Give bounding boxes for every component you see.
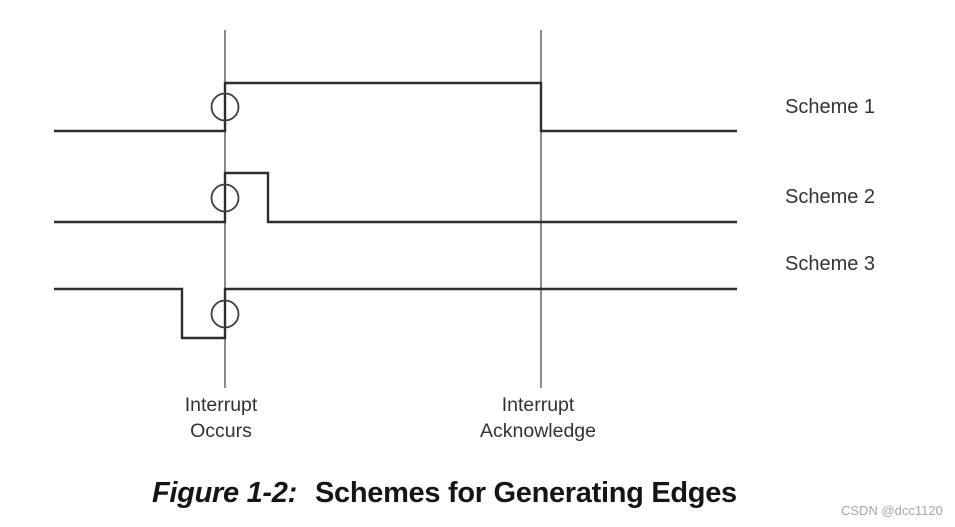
edge-circle-scheme-1 [210, 92, 240, 122]
edge-circle-scheme-2 [210, 183, 240, 213]
figure-caption-number: Figure 1-2: [152, 477, 297, 509]
marker-label-line-1: Interrupt [184, 394, 258, 416]
waveform-scheme-2 [54, 171, 737, 224]
timing-diagram-svg [54, 30, 737, 388]
edge-circle-scheme-3 [210, 299, 240, 329]
waveform-scheme-1 [54, 81, 737, 133]
marker-label-line-1: Interrupt [501, 394, 575, 416]
signal-label-scheme-2: Scheme 2 [785, 186, 876, 208]
figure-caption: Figure 1-2: Schemes for Generating Edges [152, 477, 737, 510]
waveform-scheme-3 [54, 287, 737, 340]
marker-label-line-2: Occurs [190, 420, 252, 442]
marker-label-line-2: Acknowledge [480, 420, 596, 442]
figure-caption-title: Schemes for Generating Edges [314, 477, 737, 509]
signal-label-scheme-3: Scheme 3 [785, 253, 876, 275]
marker-label-interrupt-occurs: Interrupt Occurs [185, 392, 258, 444]
watermark: CSDN @dcc1120 [841, 503, 943, 518]
marker-label-interrupt-acknowledge: Interrupt Acknowledge [480, 392, 596, 444]
signal-label-scheme-1: Scheme 1 [785, 96, 876, 118]
